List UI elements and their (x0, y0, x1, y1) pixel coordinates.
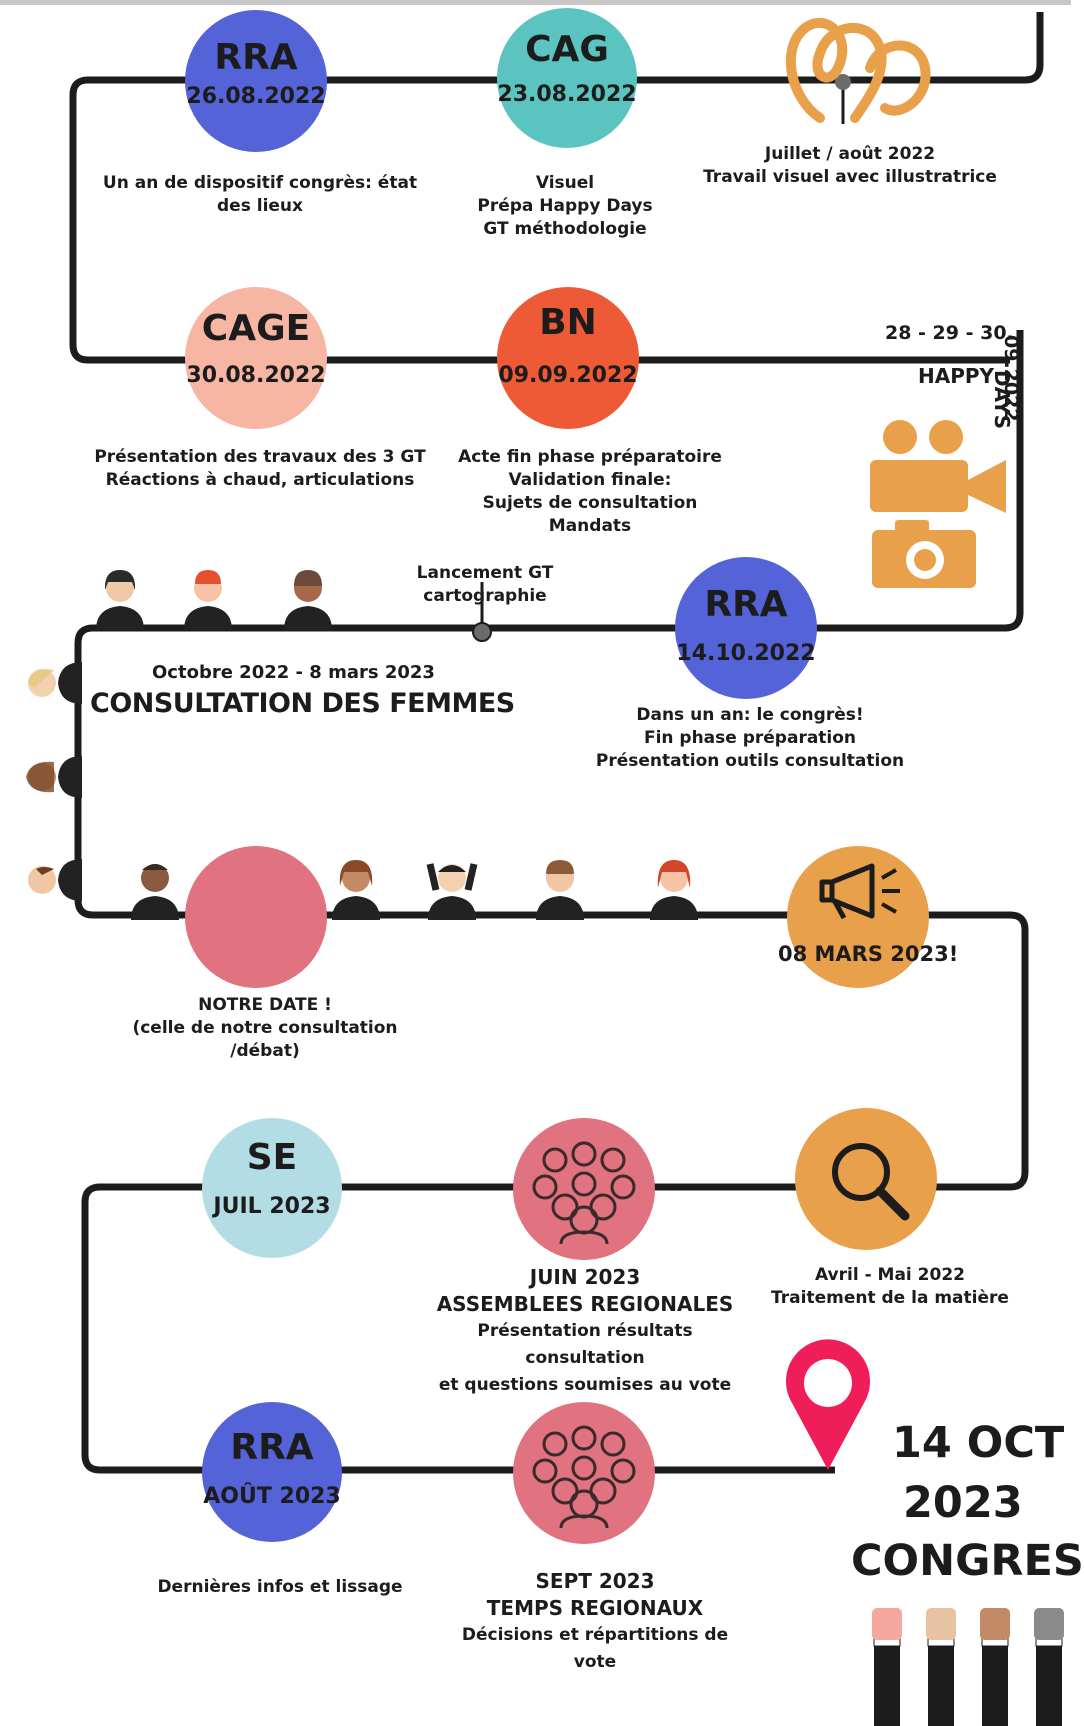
man-avatar-icon (536, 860, 584, 920)
event-date: 09.09.2022 (498, 363, 638, 388)
caption-line: Dernières infos et lissage (157, 1577, 403, 1597)
event-title: RRA (214, 37, 298, 78)
woman-avatar-icon (28, 662, 82, 704)
crowd-icon (532, 1425, 636, 1529)
woman-avatar-icon (184, 570, 232, 630)
illustrator-doodle-icon (785, 18, 931, 123)
caption-sept-temps: SEPT 2023 TEMPS REGIONAUX Décisions et r… (440, 1568, 750, 1676)
event-title: SE (246, 1137, 298, 1178)
crowd-icon (532, 1141, 636, 1245)
event-date: 14.10.2022 (676, 641, 816, 666)
caption-line: Réactions à chaud, articulations (105, 470, 415, 490)
event-avril-mai (795, 1108, 937, 1250)
event-bn-0909: BN 09.09.2022 (497, 287, 639, 429)
caption-line: Prépa Happy Days (477, 196, 653, 216)
happy-days-word2: DAYS (990, 370, 1014, 430)
caption-rra-2608: Un an de dispositif congrès: état des li… (95, 172, 425, 218)
caption-line: Acte fin phase préparatoire (458, 447, 722, 467)
event-cage-3008: CAGE 30.08.2022 (185, 287, 327, 429)
caption-line: Visuel (535, 173, 595, 193)
event-title: RRA (704, 584, 788, 625)
caption-line: Fin phase préparation (643, 728, 857, 748)
caption-bn-0909: Acte fin phase préparatoire Validation f… (440, 446, 740, 538)
congres-date-line1: 14 OCT (892, 1418, 1065, 1468)
happy-days-year: 09.2022 (1000, 335, 1022, 422)
top-border (0, 0, 1071, 5)
camera-icon (872, 520, 976, 588)
caption-notre-date: NOTRE DATE ! (celle de notre consultatio… (95, 994, 435, 1063)
woman-avatar-icon (650, 860, 698, 920)
caption-line: Présentation résultats consultation (477, 1321, 693, 1368)
caption-line: des lieux (217, 196, 303, 216)
event-date: 26.08.2022 (186, 84, 326, 109)
event-title: CAGE (201, 308, 311, 349)
caption-rra-aout: Dernières infos et lissage (140, 1576, 420, 1599)
caption-line: ASSEMBLEES REGIONALES (436, 1292, 734, 1316)
congres-date-line2: 2023 (903, 1478, 1023, 1528)
caption-line: NOTRE DATE ! (198, 995, 332, 1015)
event-se-juil: SE JUIL 2023 (202, 1118, 342, 1258)
location-pin-icon (786, 1339, 870, 1470)
event-notre-date (185, 846, 327, 988)
woman-avatar-icon (284, 570, 332, 630)
caption-line: et questions soumises au vote (438, 1375, 732, 1395)
woman-avatar-icon (426, 863, 478, 920)
man-avatar-icon (131, 864, 179, 920)
caption-line: TEMPS REGIONAUX (486, 1596, 704, 1620)
event-rra-aout: RRA AOÛT 2023 (202, 1402, 342, 1542)
caption-line: Mandats (548, 516, 632, 536)
event-juin-assemblees (513, 1118, 655, 1260)
caption-line: Décisions et répartitions de vote (461, 1625, 729, 1672)
happy-days-dates: 28 - 29 - 30. (885, 322, 1014, 344)
man-avatar-icon (28, 859, 82, 901)
woman-avatar-icon (26, 756, 82, 798)
caption-line: Un an de dispositif congrès: état (102, 173, 418, 193)
caption-line: Sujets de consultation (482, 493, 698, 513)
raised-hands-icon (872, 1608, 1064, 1726)
event-title: CAG (525, 29, 609, 70)
event-cag-2308: CAG 23.08.2022 (497, 8, 637, 148)
caption-line: Travail visuel avec illustratrice (703, 167, 997, 187)
caption-line: GT méthodologie (483, 219, 647, 239)
event-date: JUIL 2023 (213, 1194, 331, 1219)
congres-label: CONGRES (851, 1536, 1084, 1586)
date-8-mars: 08 MARS 2023! (778, 942, 959, 966)
gt-launch-label: Lancement GT cartographie (416, 563, 554, 606)
caption-line: Validation finale: (508, 470, 672, 490)
woman-avatar-icon (332, 860, 380, 920)
caption-juillet-aout: Juillet / août 2022 Travail visuel avec … (700, 143, 1000, 189)
event-date: AOÛT 2023 (203, 1484, 341, 1509)
woman-avatar-icon (96, 570, 144, 630)
caption-avril-mai: Avril - Mai 2022 Traitement de la matièr… (770, 1264, 1010, 1310)
megaphone-icon (819, 863, 900, 920)
event-rra-2608: RRA 26.08.2022 (185, 10, 327, 152)
caption-line: Présentation outils consultation (595, 751, 905, 771)
event-date: 30.08.2022 (186, 363, 326, 388)
caption-line: Juillet / août 2022 (764, 144, 936, 164)
event-rra-1410: RRA 14.10.2022 (675, 557, 817, 699)
caption-line: Dans un an: le congrès! (636, 705, 864, 725)
consultation-period: Octobre 2022 - 8 mars 2023 (152, 662, 435, 683)
event-8-mars (787, 846, 929, 988)
event-sept-temps (513, 1402, 655, 1544)
caption-juin-assemblees: JUIN 2023 ASSEMBLEES REGIONALES Présenta… (425, 1264, 745, 1399)
caption-line: Présentation des travaux des 3 GT (94, 447, 426, 467)
consultation-title: CONSULTATION DES FEMMES (90, 688, 515, 719)
caption-rra-1410: Dans un an: le congrès! Fin phase prépar… (590, 704, 910, 773)
caption-line: (celle de notre consultation /débat) (132, 1018, 398, 1061)
video-camera-icon (870, 420, 1006, 513)
caption-cag-2308: Visuel Prépa Happy Days GT méthodologie (440, 172, 690, 241)
magnifier-icon (832, 1143, 910, 1221)
event-title: RRA (230, 1427, 314, 1468)
caption-line: JUIN 2023 (529, 1265, 641, 1289)
event-date: 23.08.2022 (497, 82, 637, 107)
caption-cage-3008: Présentation des travaux des 3 GT Réacti… (90, 446, 430, 492)
event-title: BN (539, 302, 597, 343)
caption-line: Avril - Mai 2022 (814, 1265, 965, 1285)
caption-line: Traitement de la matière (771, 1288, 1009, 1308)
happy-days-word1: HAPPY (918, 364, 995, 388)
caption-line: SEPT 2023 (535, 1569, 655, 1593)
